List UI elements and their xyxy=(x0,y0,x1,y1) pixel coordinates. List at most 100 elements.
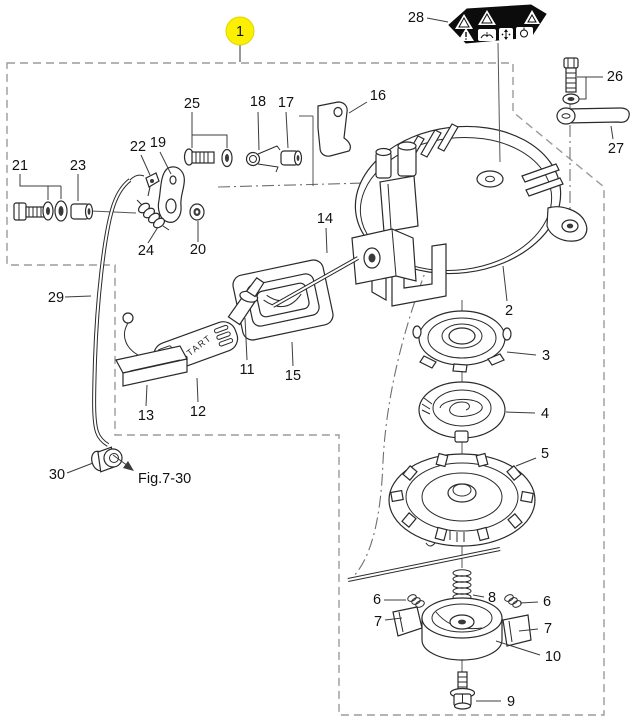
callout-18: 18 xyxy=(250,94,266,151)
part-21-bolt-washers xyxy=(13,200,68,222)
warning-triangle-icon xyxy=(478,10,496,25)
part-27-starter-lock-pin xyxy=(556,107,630,125)
svg-text:23: 23 xyxy=(70,158,86,174)
part-5-ratchet-drum xyxy=(388,452,536,547)
read-manual-book-icon xyxy=(478,29,496,41)
svg-text:14: 14 xyxy=(317,211,333,227)
svg-text:21: 21 xyxy=(12,158,28,174)
figure-caption-text: Fig.7-30 xyxy=(138,471,191,487)
svg-text:30: 30 xyxy=(49,467,65,483)
part-10-friction-plate xyxy=(421,597,503,661)
callout-14: 14 xyxy=(317,211,333,254)
svg-text:7: 7 xyxy=(544,621,552,637)
svg-text:25: 25 xyxy=(184,96,200,112)
svg-text:18: 18 xyxy=(250,94,266,110)
callout-4: 4 xyxy=(505,406,549,422)
callout-24: 24 xyxy=(138,226,159,259)
callout-29: 29 xyxy=(48,290,92,306)
svg-text:26: 26 xyxy=(607,69,623,85)
callout-23: 23 xyxy=(70,158,86,201)
part-4-recoil-spring xyxy=(418,381,506,443)
exclamation-triangle-icon xyxy=(458,28,474,41)
assembly-boundary-dashed xyxy=(6,62,605,716)
svg-text:24: 24 xyxy=(138,243,154,259)
svg-text:4: 4 xyxy=(541,406,549,422)
svg-text:15: 15 xyxy=(285,368,301,384)
assembly-callout-1: 1 xyxy=(225,16,255,62)
part-14-rope-guide-block xyxy=(351,228,417,285)
callout-19: 19 xyxy=(150,135,172,175)
part-17-roller xyxy=(280,150,303,166)
callout-11: 11 xyxy=(239,317,255,378)
part-7-drive-pawl-right xyxy=(502,614,532,647)
part-25-screw-washer xyxy=(183,148,233,168)
callout-27: 27 xyxy=(608,125,624,157)
callout-2: 2 xyxy=(502,265,513,319)
adjustment-arrows-icon xyxy=(499,28,513,41)
svg-text:7: 7 xyxy=(374,614,382,630)
part-23-spacer-collar xyxy=(70,203,94,220)
part-7-drive-pawl-left xyxy=(392,606,423,637)
part-24-spring xyxy=(136,199,170,231)
part-18-spring-clip xyxy=(245,145,281,173)
warning-triangle-icon xyxy=(524,10,540,24)
svg-text:5: 5 xyxy=(541,446,549,462)
callout-6-left: 6 xyxy=(373,592,406,608)
part-11-starter-rope xyxy=(272,256,359,308)
part-20-washer xyxy=(189,203,205,221)
svg-text:13: 13 xyxy=(138,408,154,424)
svg-text:6: 6 xyxy=(543,594,551,610)
assembly-badge-circle xyxy=(225,16,255,46)
svg-text:16: 16 xyxy=(370,88,386,104)
svg-text:3: 3 xyxy=(542,348,550,364)
callout-17: 17 xyxy=(278,95,294,149)
svg-text:11: 11 xyxy=(239,362,254,378)
warning-triangle-icon xyxy=(455,14,473,29)
figure-caption: Fig.7-30 xyxy=(112,454,191,487)
callout-5: 5 xyxy=(515,446,549,467)
svg-text:9: 9 xyxy=(507,694,515,710)
svg-text:28: 28 xyxy=(408,10,424,26)
part-6-pawl-spring-right xyxy=(504,594,522,608)
assembly-badge-number: 1 xyxy=(236,24,244,40)
part-16-lock-lever-bracket xyxy=(317,101,351,157)
callout-12: 12 xyxy=(190,377,206,420)
callout-30: 30 xyxy=(49,462,94,483)
part-29-lock-rod xyxy=(92,174,145,447)
rope-end-segment xyxy=(347,547,501,582)
callout-21: 21 xyxy=(12,158,62,200)
callout-8: 8 xyxy=(472,590,496,606)
callout-15: 15 xyxy=(285,341,301,384)
svg-text:17: 17 xyxy=(278,95,294,111)
part-3-starter-pulley xyxy=(412,310,512,373)
part-26-bolt-washer xyxy=(562,57,580,105)
callout-25: 25 xyxy=(184,96,228,148)
svg-text:19: 19 xyxy=(150,135,166,151)
callout-6-right: 6 xyxy=(519,594,551,610)
svg-text:2: 2 xyxy=(505,303,513,319)
safety-warning-label xyxy=(448,4,547,163)
callout-22: 22 xyxy=(130,139,151,176)
svg-text:12: 12 xyxy=(190,404,206,420)
svg-text:8: 8 xyxy=(488,590,496,606)
callout-28: 28 xyxy=(408,10,449,26)
svg-text:20: 20 xyxy=(190,242,206,258)
callout-10: 10 xyxy=(495,640,561,665)
svg-text:22: 22 xyxy=(130,139,146,155)
svg-text:10: 10 xyxy=(545,649,561,665)
part-13-handle-holder xyxy=(115,312,188,387)
part-9-bolt xyxy=(449,671,476,710)
callout-20: 20 xyxy=(190,221,206,258)
hand-hazard-icon xyxy=(516,27,533,40)
caption-arrowhead xyxy=(123,461,134,471)
callout-7-left: 7 xyxy=(374,614,403,630)
svg-text:6: 6 xyxy=(373,592,381,608)
callout-7-right: 7 xyxy=(518,621,552,637)
svg-text:27: 27 xyxy=(608,141,624,157)
callout-9: 9 xyxy=(476,694,515,710)
part-6-pawl-spring-left xyxy=(407,594,425,608)
part-19-lock-plate xyxy=(157,166,185,223)
svg-text:29: 29 xyxy=(48,290,64,306)
